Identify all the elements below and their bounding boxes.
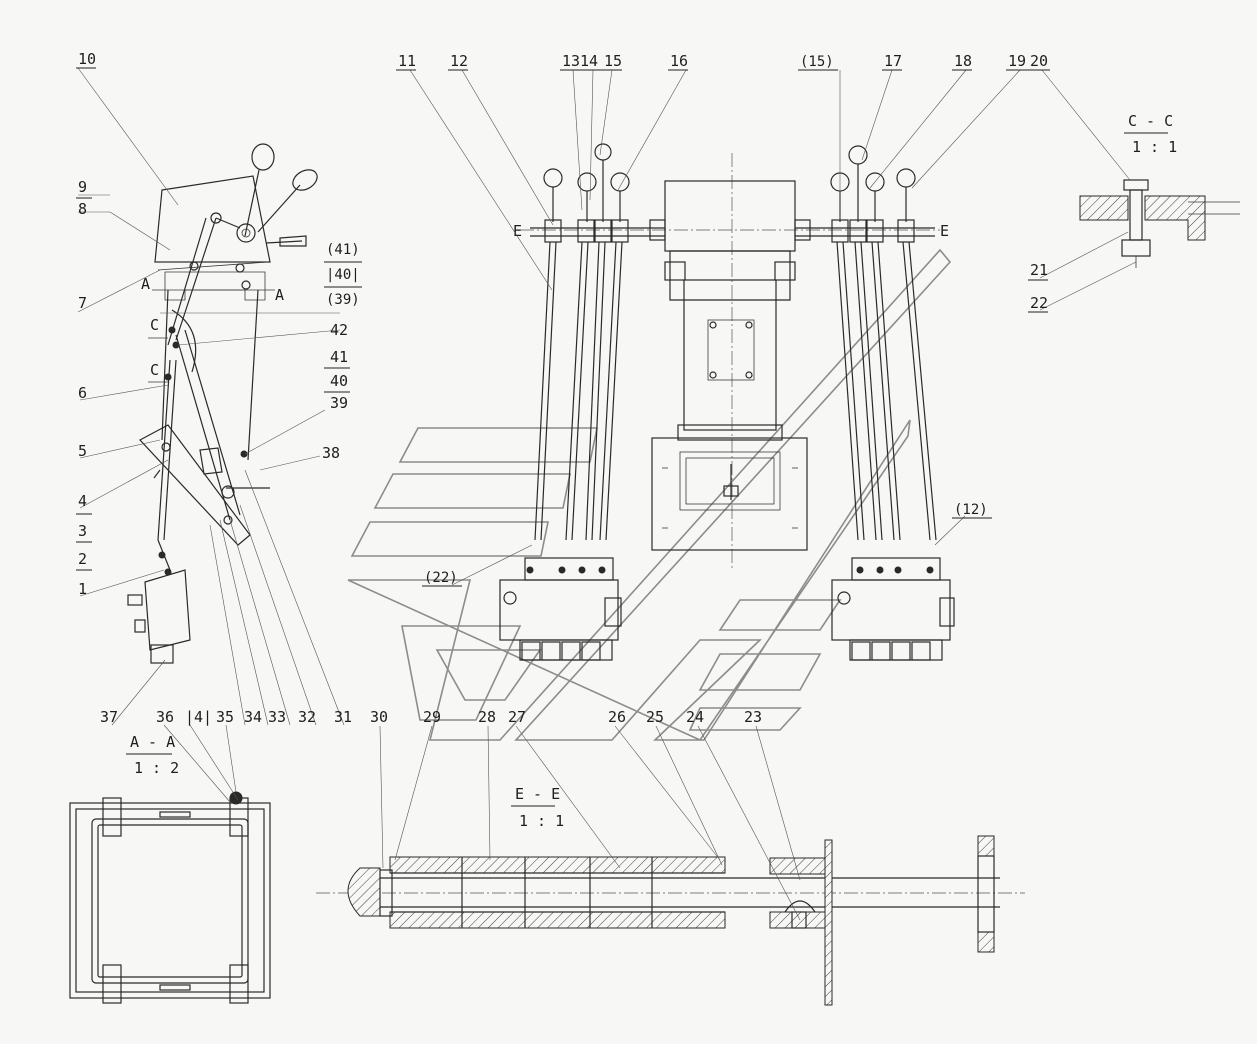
- section-mark-a-left: A: [141, 275, 150, 293]
- part-label-19: 19: [1008, 52, 1026, 70]
- part-label-23: 23: [744, 708, 762, 726]
- section-a-a-title: A - A: [130, 733, 175, 751]
- part-label-39-paren: (39): [326, 292, 360, 308]
- part-label-31: 31: [334, 708, 352, 726]
- part-label-21: 21: [1030, 261, 1048, 279]
- part-labels: 10 9 8 7 6 5 4 3 2 1 (41) |40| (39) 42 4…: [76, 50, 1050, 726]
- section-mark-e-left: E: [513, 222, 522, 240]
- section-mark-c-top: C: [150, 316, 159, 334]
- part-label-29: 29: [423, 708, 441, 726]
- watermark-logo: [347, 248, 952, 742]
- part-label-39: 39: [330, 394, 348, 412]
- part-label-40-bar: |40|: [326, 267, 360, 283]
- part-label-18: 18: [954, 52, 972, 70]
- part-label-22-paren: (22): [424, 570, 458, 586]
- part-label-15-paren: (15): [800, 54, 834, 70]
- section-mark-a-right: A: [275, 286, 284, 304]
- part-label-25: 25: [646, 708, 664, 726]
- part-label-34: 34: [244, 708, 262, 726]
- part-label-30: 30: [370, 708, 388, 726]
- part-label-15: 15: [604, 52, 622, 70]
- part-label-28: 28: [478, 708, 496, 726]
- part-label-20: 20: [1030, 52, 1048, 70]
- part-label-40: 40: [330, 372, 348, 390]
- section-a-a-scale: 1 : 2: [134, 759, 179, 777]
- section-mark-c-bottom: C: [150, 361, 159, 379]
- part-label-1: 1: [78, 580, 87, 598]
- section-e-e: E - E 1 : 1: [316, 785, 1025, 1006]
- part-label-24: 24: [686, 708, 704, 726]
- part-label-11: 11: [398, 52, 416, 70]
- front-view-assembly: E E: [499, 143, 955, 661]
- part-label-16: 16: [670, 52, 688, 70]
- section-c-c-title: C - C: [1128, 112, 1173, 130]
- part-label-13: 13: [562, 52, 580, 70]
- part-label-6: 6: [78, 384, 87, 402]
- part-label-8: 8: [78, 200, 87, 218]
- part-label-35: 35: [216, 708, 234, 726]
- part-label-2: 2: [78, 550, 87, 568]
- part-label-9: 9: [78, 178, 87, 196]
- part-label-36: 36: [156, 708, 174, 726]
- part-label-32: 32: [298, 708, 316, 726]
- section-a-a: A - A 1 : 2: [69, 733, 271, 1004]
- section-e-e-scale: 1 : 1: [519, 812, 564, 830]
- part-label-38: 38: [322, 444, 340, 462]
- part-label-33: 33: [268, 708, 286, 726]
- section-c-c: C - C 1 : 1: [1079, 112, 1240, 268]
- part-label-4-bar: |4|: [185, 708, 212, 726]
- section-mark-e-right: E: [940, 222, 949, 240]
- part-label-41-paren: (41): [326, 242, 360, 258]
- part-label-3: 3: [78, 522, 87, 540]
- part-label-7: 7: [78, 294, 87, 312]
- part-label-5: 5: [78, 442, 87, 460]
- part-label-27: 27: [508, 708, 526, 726]
- part-label-22: 22: [1030, 294, 1048, 312]
- part-label-41: 41: [330, 348, 348, 366]
- part-label-26: 26: [608, 708, 626, 726]
- section-c-c-scale: 1 : 1: [1132, 138, 1177, 156]
- part-label-12-paren: (12): [954, 502, 988, 518]
- side-view-control-box: A A C C: [127, 143, 318, 664]
- part-label-4: 4: [78, 492, 87, 510]
- leader-lines: [77, 67, 1137, 921]
- part-label-17: 17: [884, 52, 902, 70]
- part-label-37: 37: [100, 708, 118, 726]
- part-label-10: 10: [78, 50, 96, 68]
- section-e-e-title: E - E: [515, 785, 560, 803]
- part-label-42: 42: [330, 321, 348, 339]
- part-label-12: 12: [450, 52, 468, 70]
- part-label-14: 14: [580, 52, 598, 70]
